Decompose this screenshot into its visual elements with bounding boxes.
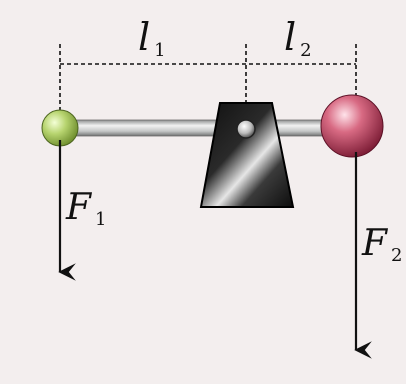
lever-rod	[59, 119, 357, 137]
label-l1-symbol: l	[138, 15, 151, 59]
label-f2-subscript: 2	[390, 245, 403, 266]
right-ball	[320, 94, 384, 158]
label-l2-symbol: l	[284, 15, 297, 59]
label-f2-symbol: F	[362, 223, 387, 264]
label-f1-subscript: 1	[94, 209, 107, 230]
label-f1-symbol: F	[66, 187, 91, 228]
pivot-pin	[236, 119, 256, 139]
label-l1-subscript: 1	[154, 40, 166, 61]
label-l2-subscript: 2	[300, 40, 312, 61]
fulcrum	[199, 102, 295, 208]
